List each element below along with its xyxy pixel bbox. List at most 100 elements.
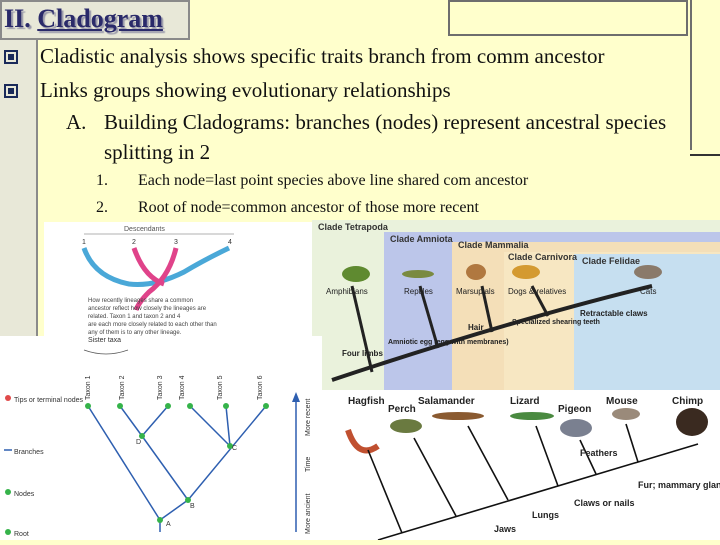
axis-more-ancient: More ancient: [305, 493, 312, 534]
node-a: A: [166, 521, 171, 528]
decor-rect-right: [690, 0, 720, 150]
taxon-chimp: Chimp: [672, 396, 703, 407]
taxon-cats: Cats: [640, 287, 656, 296]
legend-root-dot: [5, 529, 11, 535]
bullet-box-icon: [4, 49, 18, 64]
branch-reptiles: [418, 285, 440, 349]
taxon-reptiles: Reptiles: [404, 287, 433, 296]
legend-tips: Tips or terminal nodes: [14, 397, 83, 404]
figure-tetrapod-clades: Clade Tetrapoda Clade Amniota Clade Mamm…: [312, 220, 720, 392]
trait-amniotic-egg: Amniotic egg (egg with membranes): [388, 339, 509, 346]
num-1-text: Each node=last point species above line …: [138, 172, 529, 189]
legend-tips-dot: [5, 395, 11, 401]
legend-branches: Branches: [14, 449, 44, 456]
trait-fur-mammary: Fur; mammary glands: [638, 480, 720, 490]
sister-bracket: [83, 349, 129, 355]
simple-cladogram-svg: Descendants 1 2 3 4 How recently lineage…: [81, 226, 234, 336]
node-d: D: [136, 439, 141, 446]
perch-icon: [390, 419, 422, 433]
branch-dogs: [530, 285, 550, 317]
caption-line-2: ancestor reflect how closely the lineage…: [88, 306, 207, 312]
taxon-5: Taxon 5: [217, 375, 224, 400]
clade-carnivora: Clade Carnivora: [508, 252, 578, 262]
branch-marsupials: [480, 285, 494, 333]
decor-rect: [448, 0, 688, 36]
tetrapod-svg: Clade Tetrapoda Clade Amniota Clade Mamm…: [312, 220, 720, 392]
taxon-6: Taxon 6: [257, 375, 264, 400]
taxon-3: Taxon 3: [157, 375, 164, 400]
slide-title: II. Cladogram: [4, 4, 163, 34]
taxon-pigeon: Pigeon: [558, 404, 591, 415]
lizard-icon: [510, 412, 554, 420]
bullet-2-text: Links groups showing evolutionary relati…: [40, 78, 451, 102]
caption-line-3: related. Taxon 1 and taxon 2 and 4: [88, 314, 181, 320]
node-dots: [85, 403, 269, 523]
tip-4: 4: [228, 239, 232, 246]
sub-a-line1: Building Cladograms: branches (nodes) re…: [104, 110, 667, 134]
chimp-icon: [676, 408, 708, 436]
bullet-1: Cladistic analysis shows specific traits…: [4, 44, 605, 69]
legend-root: Root: [14, 531, 29, 538]
taxon-4: Taxon 4: [179, 375, 186, 400]
trait-four-limbs: Four limbs: [342, 349, 383, 358]
bullet-box-icon: [4, 83, 18, 98]
taxon-2: Taxon 2: [119, 375, 126, 400]
mouse-icon: [612, 408, 640, 420]
taxon-salamander: Salamander: [418, 396, 475, 407]
sub-a-line2: splitting in 2: [104, 140, 211, 164]
tip-1: 1: [82, 239, 86, 246]
trait-lungs: Lungs: [532, 510, 559, 520]
kangaroo-icon: [466, 264, 486, 280]
title-box: [0, 0, 190, 40]
vertebrate-svg: Hagfish Perch Salamander Lizard Pigeon M…: [345, 396, 720, 541]
legend-nodes-dot: [5, 489, 11, 495]
clade-felidae: Clade Felidae: [582, 256, 640, 266]
tip-3: 3: [174, 239, 178, 246]
num-2-text: Root of node=common ancestor of those mo…: [138, 199, 479, 216]
clade-amniota: Clade Amniota: [390, 234, 454, 244]
tree-branches: [87, 405, 267, 532]
clade-tetrapoda: Clade Tetrapoda: [318, 222, 389, 232]
trait-feathers: Feathers: [580, 448, 618, 458]
taxon-hagfish: Hagfish: [348, 396, 385, 407]
trait-retractable-claws: Retractable claws: [580, 309, 648, 318]
bullet-1-text: Cladistic analysis shows specific traits…: [40, 44, 605, 68]
decor-line: [690, 154, 720, 156]
vertebrate-branches: [367, 423, 699, 541]
dog-icon: [512, 265, 540, 279]
figure-simple-cladogram: Descendants 1 2 3 4 How recently lineage…: [44, 222, 314, 340]
axis-more-recent: More recent: [305, 399, 312, 436]
caption-line-5: any of them is to any other lineage.: [88, 330, 182, 336]
taxon-dogs: Dogs & relatives: [508, 287, 566, 296]
taxon-marsupials: Marsupials: [456, 287, 495, 296]
taxon-1: Taxon 1: [85, 375, 92, 400]
sub-a-label: A.: [66, 110, 87, 134]
bullet-2: Links groups showing evolutionary relati…: [4, 78, 451, 103]
trait-shearing-teeth: Specialized shearing teeth: [512, 319, 600, 326]
cat-icon: [634, 265, 662, 279]
num-1: 1.: [96, 172, 108, 189]
figure-vertebrate-cladogram: Hagfish Perch Salamander Lizard Pigeon M…: [318, 390, 720, 541]
trait-claws-nails: Claws or nails: [574, 498, 635, 508]
salamander-icon: [432, 412, 484, 420]
num-2: 2.: [96, 199, 108, 216]
descendants-label: Descendants: [124, 226, 165, 233]
title-prefix: II.: [4, 4, 31, 33]
lizard-icon: [402, 270, 434, 278]
axis-time: Time: [305, 457, 312, 472]
node-b: B: [190, 503, 195, 510]
taxon-perch: Perch: [388, 404, 416, 415]
tip-2: 2: [132, 239, 136, 246]
pigeon-icon: [560, 419, 592, 437]
caption-line-4: are each more closely related to each ot…: [88, 322, 217, 328]
node-c: C: [232, 445, 237, 452]
figure-taxon-tree: Sister taxa Taxon 1 Taxon 2 Taxon 3 Taxo…: [0, 336, 322, 540]
frog-icon: [342, 266, 370, 282]
branch-amphibians: [350, 285, 374, 373]
sister-taxa-label: Sister taxa: [88, 337, 121, 344]
trait-jaws: Jaws: [494, 524, 516, 534]
legend-nodes: Nodes: [14, 491, 35, 498]
taxon-amphibians: Amphibians: [326, 287, 368, 296]
taxon-mouse: Mouse: [606, 396, 638, 407]
taxon-tree-svg: Sister taxa Taxon 1 Taxon 2 Taxon 3 Taxo…: [4, 337, 312, 538]
